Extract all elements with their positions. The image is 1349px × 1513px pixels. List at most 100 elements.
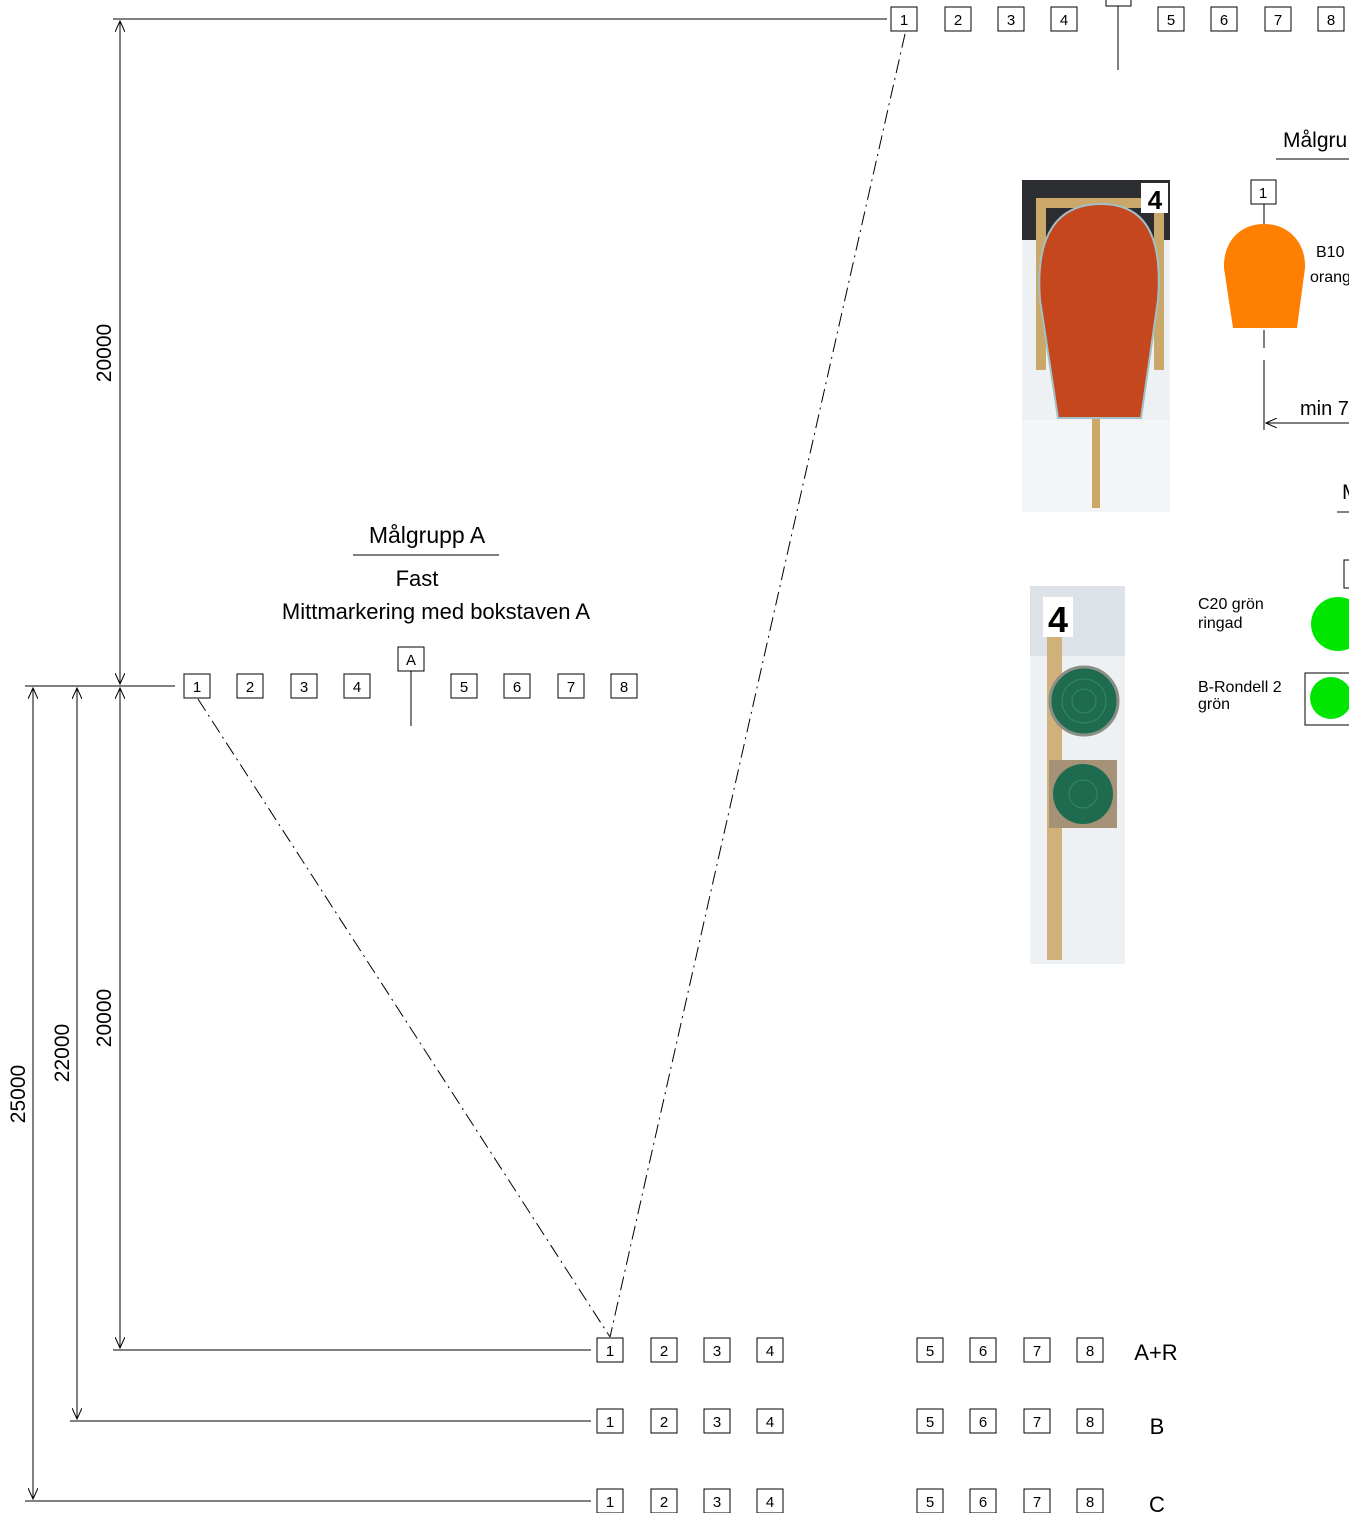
target-box-group-a-5: 5: [450, 673, 478, 699]
b10-target-number: 1: [1259, 185, 1267, 202]
sight-lines: [197, 33, 906, 1338]
target-box-group-a-7: 7: [557, 673, 585, 699]
target-number: 8: [1086, 1414, 1094, 1431]
dim-label-lower: 20000: [93, 989, 116, 1047]
target-box-group-a-2: 2: [236, 673, 264, 699]
target-number: 5: [926, 1414, 934, 1431]
group-a-line2: Mittmarkering med bokstaven A: [282, 599, 590, 624]
target-number: 3: [1007, 12, 1015, 29]
rondell-label-line2: grön: [1198, 696, 1230, 713]
target-box-group-a-3: 3: [290, 673, 318, 699]
target-number: 7: [1033, 1343, 1041, 1360]
target-box-top-5: 5: [1157, 6, 1185, 32]
target-number: 6: [979, 1414, 987, 1431]
sight-line-to-top-group: [609, 33, 906, 1338]
target-box-a-r-2: 2: [650, 1337, 678, 1363]
target-number: 7: [567, 679, 575, 696]
target-box-a-r-6: 6: [969, 1337, 997, 1363]
dim-label-top: 20000: [93, 324, 116, 382]
target-box-c-8: 8: [1076, 1488, 1104, 1513]
target-box-group-a-6: 6: [503, 673, 531, 699]
target-number: 7: [1033, 1494, 1041, 1511]
target-number: 6: [513, 679, 521, 696]
b10-orange-shape: [1223, 224, 1306, 328]
target-box-group-a-1: 1: [183, 673, 211, 699]
target-box-b-4: 4: [756, 1408, 784, 1434]
target-number: 5: [1167, 12, 1175, 29]
target-number: 4: [766, 1414, 774, 1431]
target-box-a-r-1: 1: [596, 1337, 624, 1363]
green-targets-symbol: [1304, 559, 1349, 726]
b10-label-line2: orang: [1310, 269, 1349, 286]
photo-orange-target: 4: [1022, 180, 1170, 512]
target-number: 3: [713, 1343, 721, 1360]
dimension-arrows: [33, 21, 120, 1499]
dim-label-b: 22000: [51, 1024, 74, 1082]
sight-line-to-group-a: [197, 698, 611, 1338]
target-box-c-1: 1: [596, 1488, 624, 1513]
target-number: 5: [926, 1343, 934, 1360]
top-target-row: 1 2 3 4 5 6 7 8: [890, 6, 1345, 32]
target-number: 4: [1060, 12, 1068, 29]
target-box-c-7: 7: [1023, 1488, 1051, 1513]
firing-line-label-a-r: A+R: [1134, 1340, 1177, 1365]
target-box-b-2: 2: [650, 1408, 678, 1434]
target-number: 7: [1274, 12, 1282, 29]
target-number: 8: [1086, 1494, 1094, 1511]
target-box-group-a-8: 8: [610, 673, 638, 699]
target-box-a-r-3: 3: [703, 1337, 731, 1363]
b10-target-symbol: 1: [1223, 179, 1349, 430]
c20-label-line2: ringad: [1198, 615, 1242, 632]
group-a-center-letter: A: [406, 652, 416, 669]
group-a-line1: Fast: [396, 566, 439, 591]
firing-line-label-c: C: [1149, 1492, 1165, 1513]
target-number: 8: [1086, 1343, 1094, 1360]
target-number: 6: [1220, 12, 1228, 29]
target-number: 4: [353, 679, 361, 696]
target-box-top-6: 6: [1210, 6, 1238, 32]
target-box-c-5: 5: [916, 1488, 944, 1513]
target-number: 5: [460, 679, 468, 696]
target-number: 2: [954, 12, 962, 29]
firing-row-a-r: 1 2 3 4 5 6 7 8: [596, 1337, 1104, 1363]
target-number: 7: [1033, 1414, 1041, 1431]
group-b-title-partial: Målgru: [1283, 129, 1347, 152]
target-number: 6: [979, 1343, 987, 1360]
target-number: 5: [926, 1494, 934, 1511]
target-box-a-r-5: 5: [916, 1337, 944, 1363]
target-box-b-5: 5: [916, 1408, 944, 1434]
target-number: 8: [1327, 12, 1335, 29]
photo2-number-label: 4: [1048, 599, 1068, 640]
target-number: 1: [900, 12, 908, 29]
c20-green-circle: [1311, 597, 1349, 651]
target-number: 8: [620, 679, 628, 696]
target-box-b-3: 3: [703, 1408, 731, 1434]
target-box-a-r-8: 8: [1076, 1337, 1104, 1363]
group-a-center-marker: A: [397, 646, 425, 726]
rondell-label-line1: B-Rondell 2: [1198, 679, 1282, 696]
target-box-c-6: 6: [969, 1488, 997, 1513]
target-number: 4: [766, 1343, 774, 1360]
target-box-a-r-7: 7: [1023, 1337, 1051, 1363]
target-number: 4: [766, 1494, 774, 1511]
target-number: 2: [660, 1494, 668, 1511]
target-box-a-r-4: 4: [756, 1337, 784, 1363]
target-box-top-7: 7: [1264, 6, 1292, 32]
target-box-top-2: 2: [944, 6, 972, 32]
target-number: 1: [606, 1343, 614, 1360]
target-number: 1: [606, 1494, 614, 1511]
target-box-top-3: 3: [997, 6, 1025, 32]
target-box-c-3: 3: [703, 1488, 731, 1513]
rondell-green-circle: [1310, 677, 1349, 719]
top-center-marker: [1105, 0, 1132, 70]
target-number: 3: [713, 1414, 721, 1431]
target-box-c-4: 4: [756, 1488, 784, 1513]
target-box-c-2: 2: [650, 1488, 678, 1513]
target-number: 3: [300, 679, 308, 696]
photo1-number-label: 4: [1148, 185, 1163, 215]
target-box-top-1: 1: [890, 6, 918, 32]
firing-line-label-b: B: [1150, 1414, 1165, 1439]
